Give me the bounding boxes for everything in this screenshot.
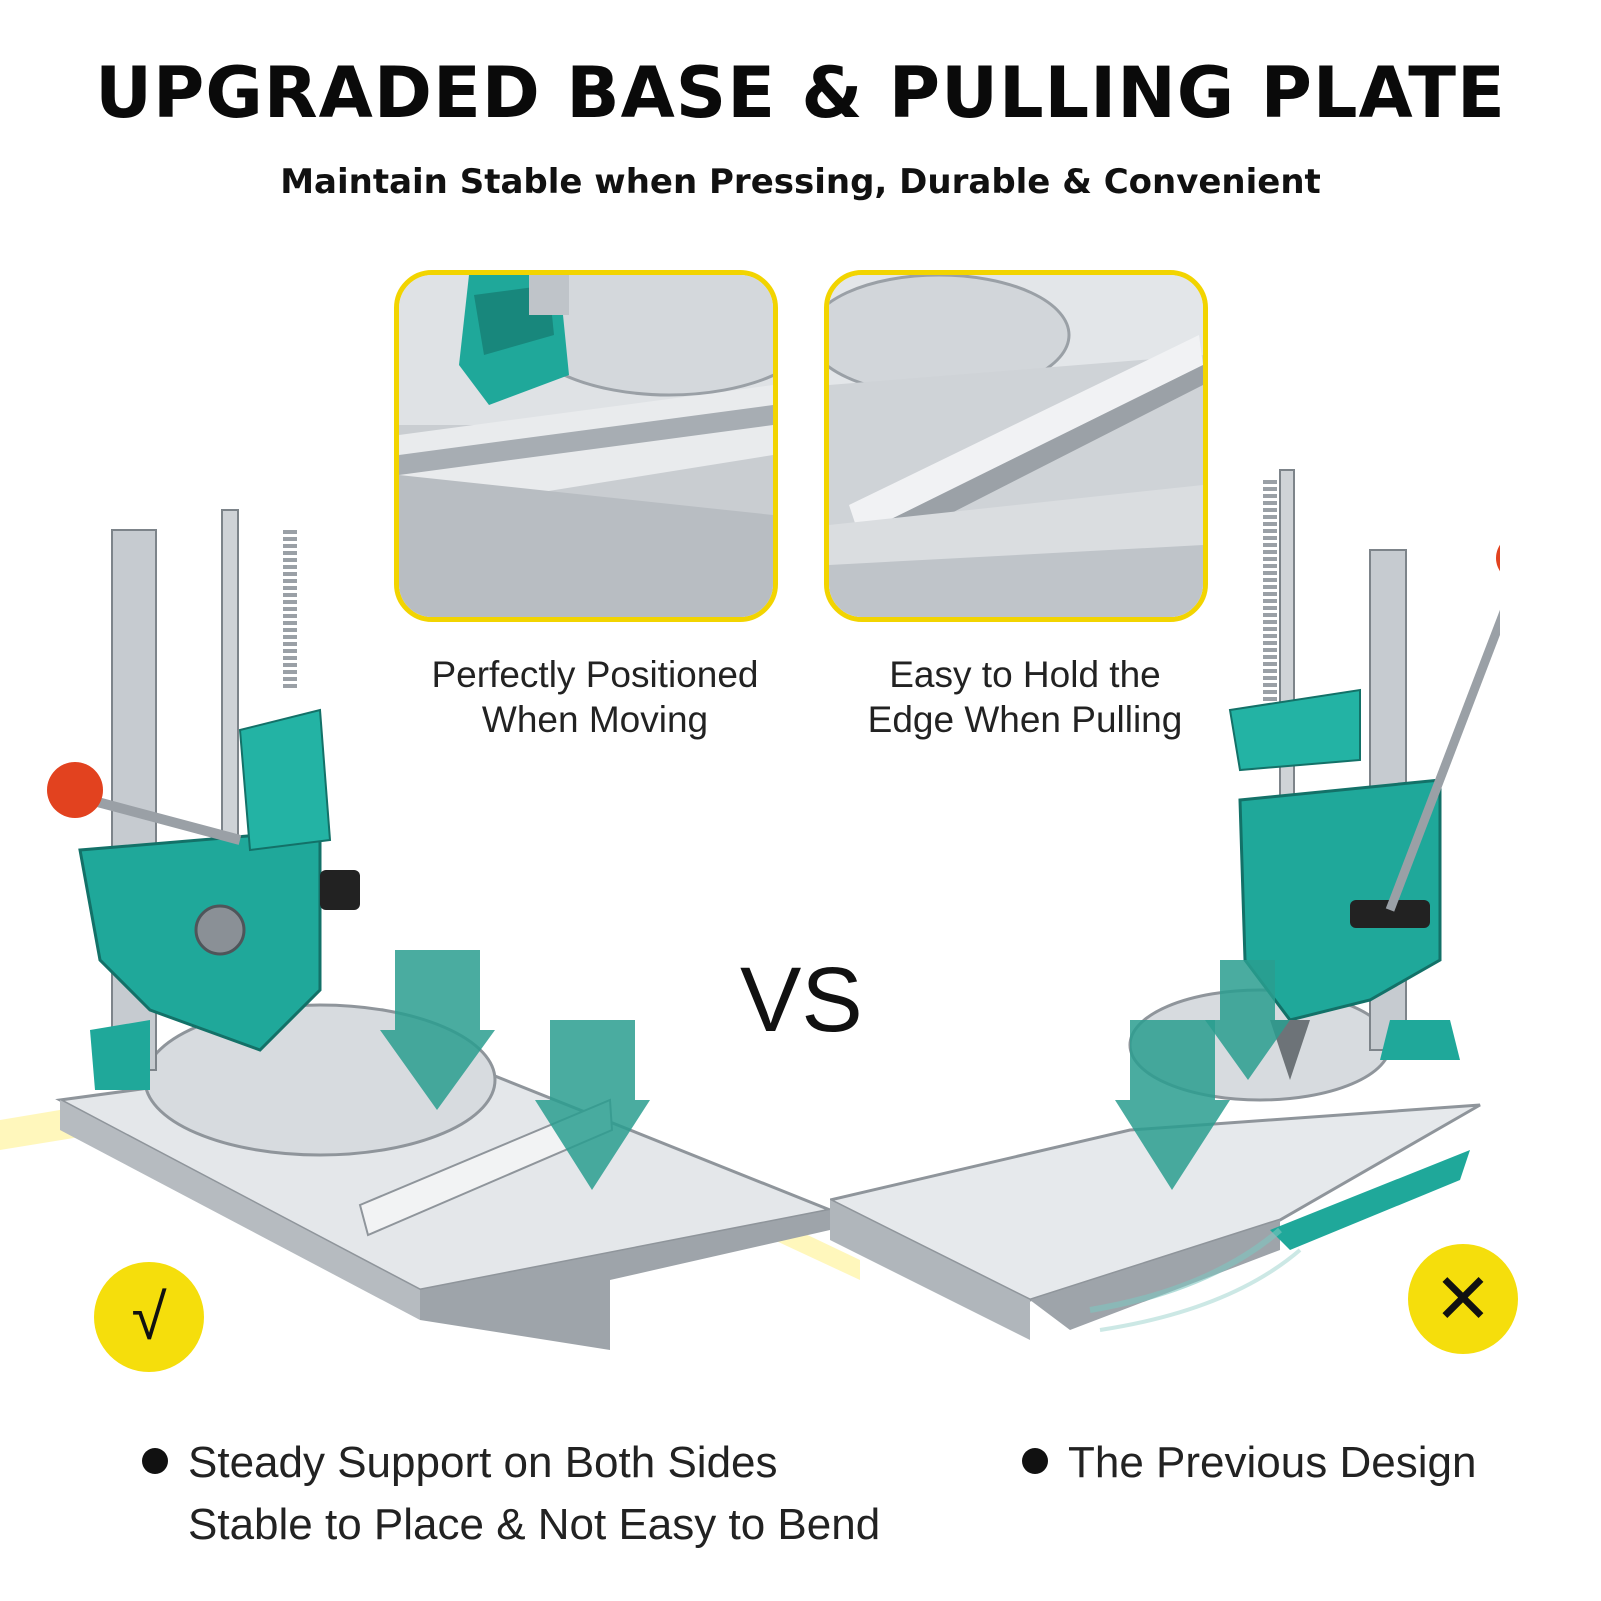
caption-line: Easy to Hold the <box>889 654 1161 695</box>
page-subtitle: Maintain Stable when Pressing, Durable &… <box>280 162 1321 202</box>
detail-caption-pulling: Easy to Hold the Edge When Pulling <box>815 652 1235 742</box>
upgraded-press-illustration <box>0 509 860 1350</box>
previous-description: The Previous Design <box>1022 1432 1476 1494</box>
bullet-text: The Previous Design <box>1068 1438 1477 1487</box>
tray-corner-closeup <box>399 275 773 617</box>
check-icon: √ <box>94 1262 204 1372</box>
previous-press-illustration <box>830 469 1500 1340</box>
vs-label: VS <box>740 949 863 1051</box>
upgraded-description: Steady Support on Both Sides Stable to P… <box>142 1432 880 1556</box>
caption-line: Edge When Pulling <box>867 699 1183 740</box>
caption-line: When Moving <box>481 699 709 740</box>
detail-image-positioned <box>394 270 778 622</box>
tray-edge-closeup <box>829 275 1203 617</box>
bullet-text: Stable to Place & Not Easy to Bend <box>188 1500 881 1549</box>
page-title: UPGRADED BASE & PULLING PLATE <box>95 52 1506 134</box>
bullet-icon <box>1022 1448 1048 1475</box>
detail-image-pulling <box>824 270 1208 622</box>
bullet-text: Steady Support on Both Sides <box>188 1438 778 1487</box>
cross-icon: ✕ <box>1408 1244 1518 1354</box>
bullet-icon <box>142 1448 168 1475</box>
detail-caption-positioned: Perfectly Positioned When Moving <box>385 652 805 742</box>
caption-line: Perfectly Positioned <box>431 654 759 695</box>
